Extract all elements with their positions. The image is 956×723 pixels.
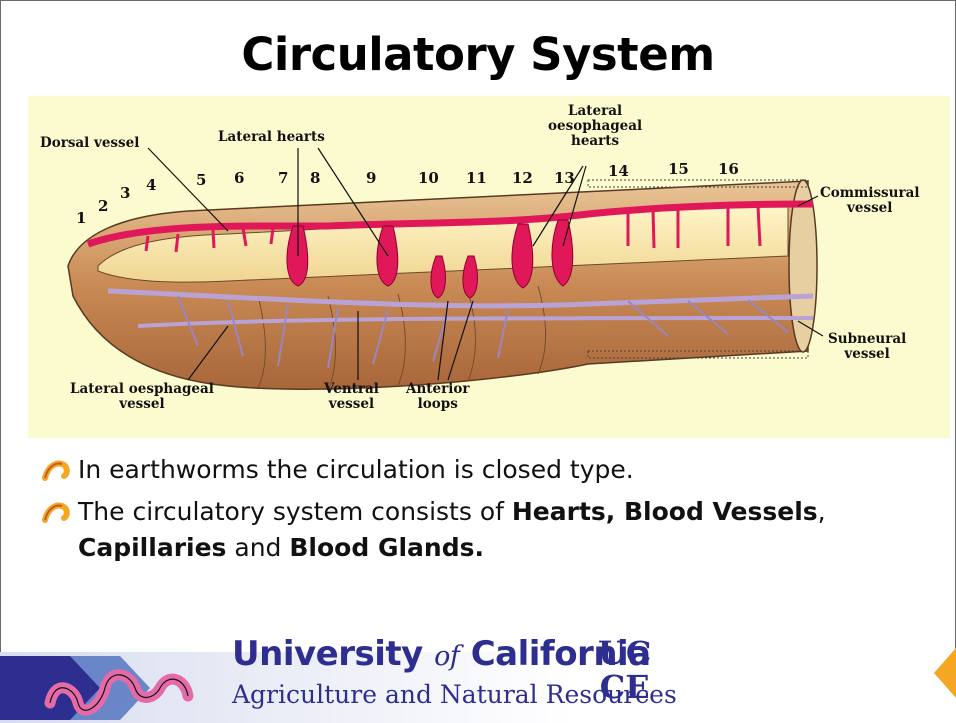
label-lateral-hearts: Lateral hearts xyxy=(218,130,325,145)
bullet-bold-blood-glands: Blood Glands. xyxy=(289,533,484,562)
bullet-item: In earthworms the circulation is closed … xyxy=(40,452,920,488)
bullet-list: In earthworms the circulation is closed … xyxy=(40,452,920,572)
segment-number: 9 xyxy=(366,169,376,187)
segment-number: 16 xyxy=(718,160,739,178)
segment-number: 1 xyxy=(76,209,86,227)
segment-number: 12 xyxy=(512,169,533,187)
label-ventral-vessel-line2: vessel xyxy=(324,397,379,412)
segment-number: 11 xyxy=(466,169,487,187)
bullet-and: and xyxy=(226,533,289,562)
label-ventral-vessel: Ventral vessel xyxy=(324,382,379,412)
earthworm-circulatory-diagram: Dorsal vessel Lateral hearts Lateral oes… xyxy=(28,96,950,438)
next-arrow-icon xyxy=(924,648,956,698)
label-commissural-vessel-line1: Commissural xyxy=(820,186,919,201)
university-word: University xyxy=(232,634,434,674)
label-lateral-oesophageal-vessel-line2: vessel xyxy=(70,397,214,412)
label-subneural-vessel-line2: vessel xyxy=(828,347,906,362)
label-lateral-oesophageal-hearts-line2: oesophageal xyxy=(548,119,642,134)
segment-number: 14 xyxy=(608,162,629,180)
label-subneural-vessel: Subneural vessel xyxy=(828,332,906,362)
segment-number: 5 xyxy=(196,171,206,189)
bullet-text-closed-circulation: In earthworms the circulation is closed … xyxy=(78,455,634,484)
ucce-logo-line1: UC xyxy=(598,636,651,670)
segment-number: 3 xyxy=(120,184,130,202)
label-lateral-oesophageal-hearts-line3: hearts xyxy=(548,134,642,149)
label-lateral-oesophageal-hearts: Lateral oesophageal hearts xyxy=(548,104,642,149)
segment-number: 4 xyxy=(146,176,156,194)
footer-chevron-graphic xyxy=(0,648,200,723)
label-ventral-vessel-line1: Ventral xyxy=(324,382,379,397)
university-name: University of California xyxy=(232,634,651,674)
worm-bullet-icon xyxy=(42,458,72,482)
ucce-logo: UC CE xyxy=(598,636,651,704)
segment-number: 10 xyxy=(418,169,439,187)
segment-number: 2 xyxy=(98,197,108,215)
label-commissural-vessel-line2: vessel xyxy=(820,201,919,216)
bullet-comma: , xyxy=(818,497,826,526)
label-dorsal-vessel: Dorsal vessel xyxy=(40,136,139,151)
slide-title: Circulatory System xyxy=(0,28,956,81)
label-anterior-loops: Anterior loops xyxy=(406,382,469,412)
segment-number: 15 xyxy=(668,160,689,178)
segment-number: 7 xyxy=(278,169,288,187)
label-lateral-oesophageal-vessel-line1: Lateral oesphageal xyxy=(70,382,214,397)
bullet-bold-hearts-vessels: Hearts, Blood Vessels xyxy=(512,497,818,526)
label-lateral-oesophageal-vessel: Lateral oesphageal vessel xyxy=(70,382,214,412)
bullet-bold-capillaries: Capillaries xyxy=(78,533,226,562)
label-anterior-loops-line1: Anterior xyxy=(406,382,469,397)
label-anterior-loops-line2: loops xyxy=(406,397,469,412)
label-lateral-oesophageal-hearts-line1: Lateral xyxy=(548,104,642,119)
worm-bullet-icon xyxy=(42,500,72,524)
label-commissural-vessel: Commissural vessel xyxy=(820,186,919,216)
label-subneural-vessel-line1: Subneural xyxy=(828,332,906,347)
ucce-logo-line2: CE xyxy=(598,670,651,704)
of-word: of xyxy=(434,641,459,672)
footer: University of California Agriculture and… xyxy=(0,622,956,723)
bullet-item: The circulatory system consists of Heart… xyxy=(40,494,920,566)
segment-number: 8 xyxy=(310,169,320,187)
bullet-text-prefix: The circulatory system consists of xyxy=(78,497,512,526)
segment-number: 13 xyxy=(554,169,575,187)
segment-number: 6 xyxy=(234,169,244,187)
